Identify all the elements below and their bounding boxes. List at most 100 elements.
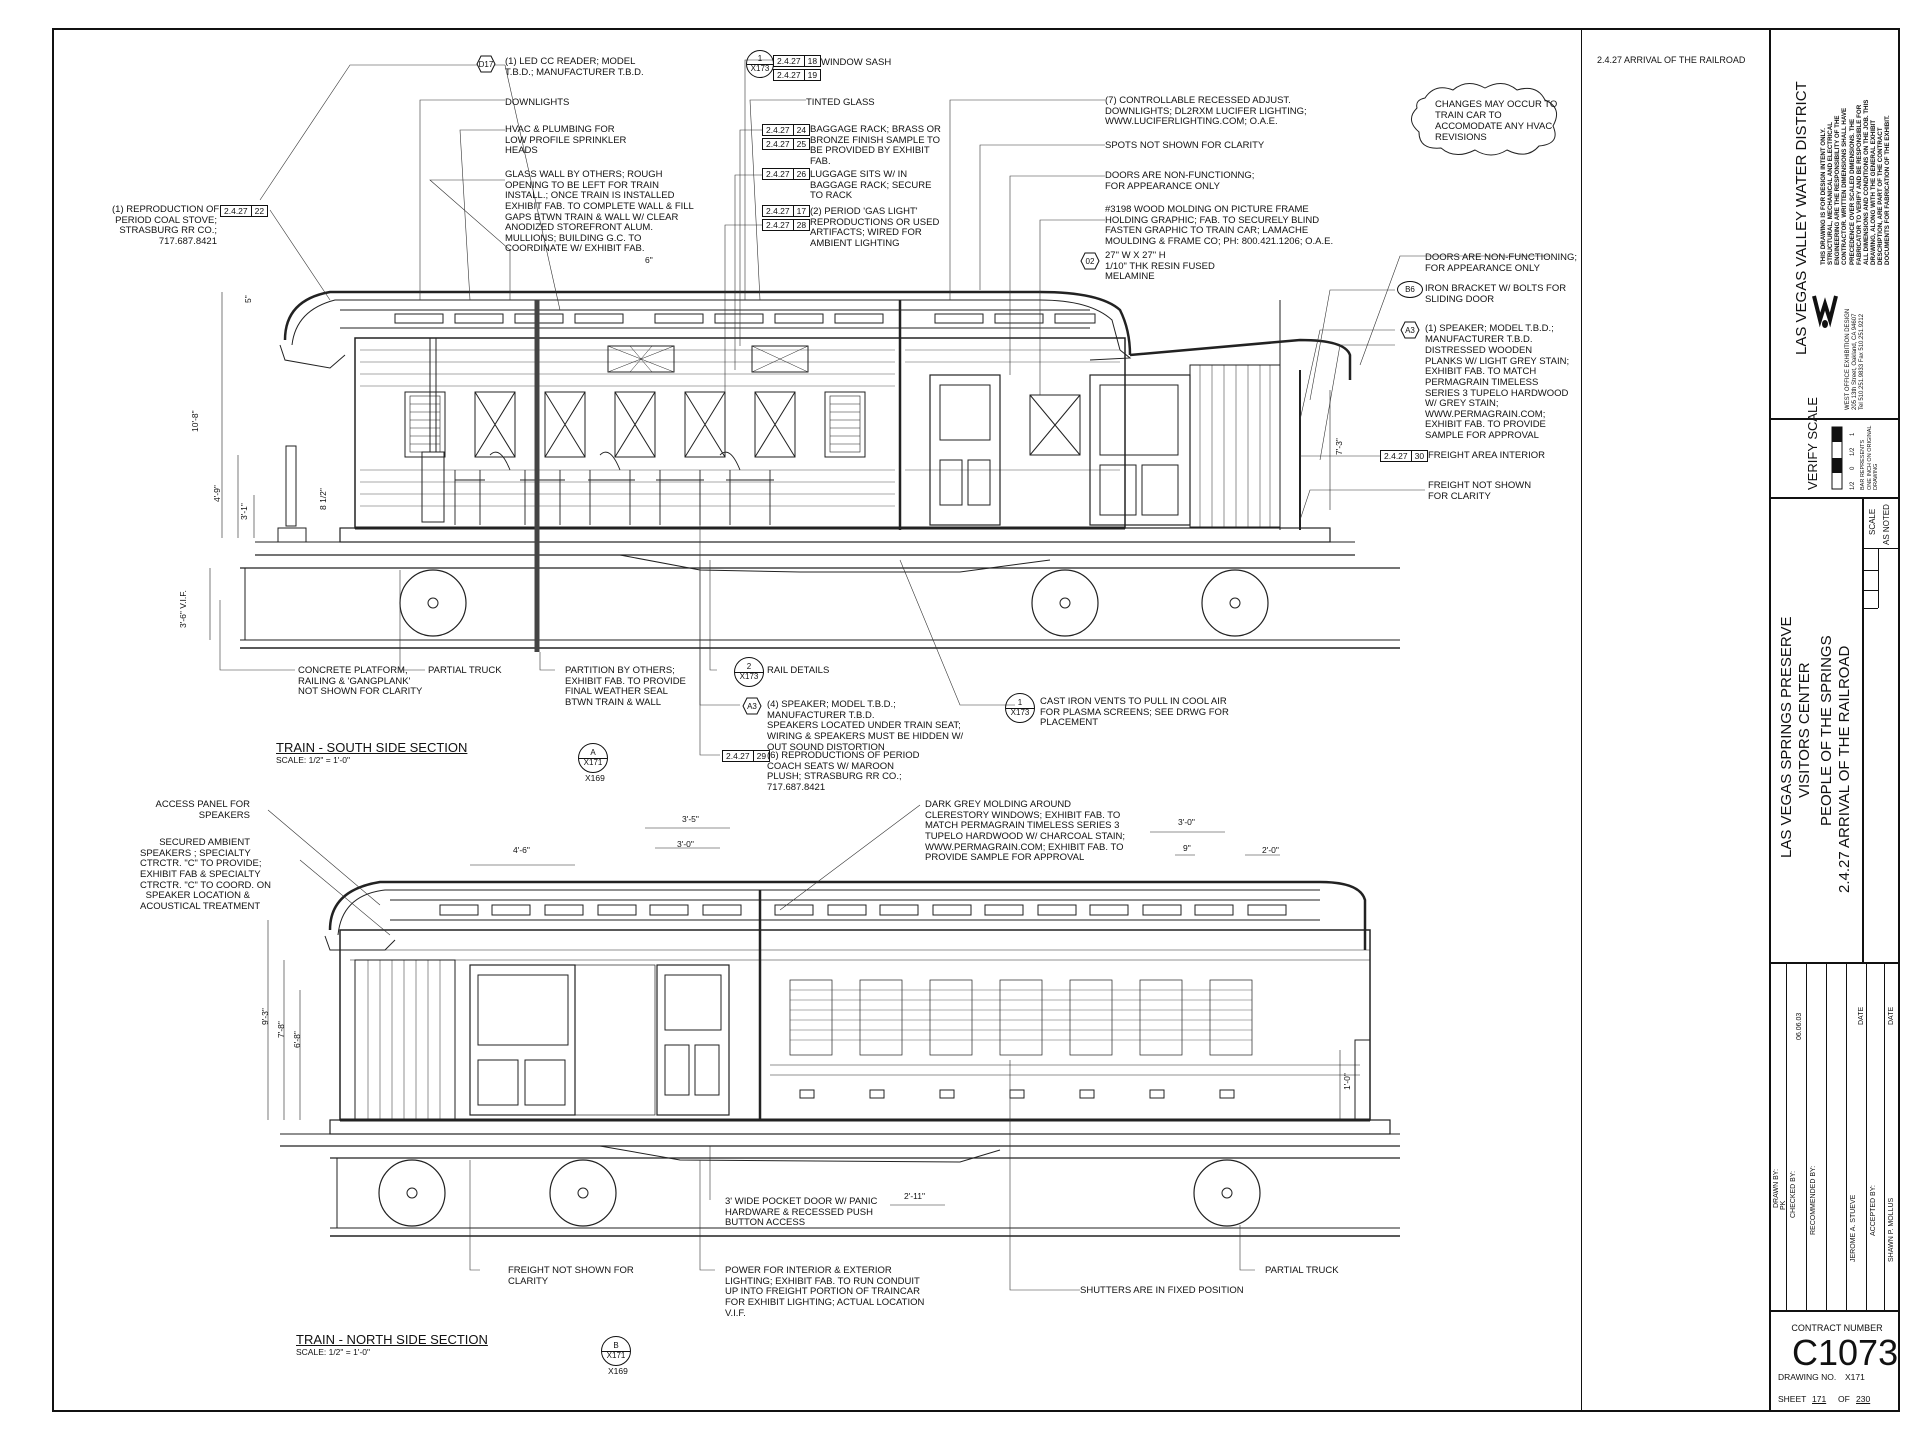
note-shutters: SHUTTERS ARE IN FIXED POSITION (1080, 1285, 1244, 1296)
tb-sheet-num: 171 (1812, 1394, 1827, 1404)
note-doors-nonfunctioning-1: DOORS ARE NON-FUNCTIONNG; FOR APPEARANCE… (1105, 170, 1255, 192)
tb-date-1: 06.06.03 (1796, 1012, 1803, 1040)
note-gas-light: (2) PERIOD 'GAS LIGHT' REPRODUCTIONS OR … (810, 206, 940, 249)
dim-3-0-b: 3'-0" (1178, 817, 1195, 827)
south-section-drawing (209, 59, 1550, 1291)
dim-9in: 9" (1183, 843, 1191, 853)
south-section-ref-sheet: X169 (585, 773, 605, 783)
tb-client-name: LAS VEGAS VALLEY WATER DISTRICT (1793, 81, 1810, 355)
drawing-sheet-border (52, 28, 1900, 1412)
south-section-title: TRAIN - SOUTH SIDE SECTION (276, 740, 468, 755)
tag-b6: B6 (1397, 281, 1423, 298)
dim-7-8: 7'-8" (276, 1021, 286, 1038)
note-doors-nonfunctioning-2: DOORS ARE NON-FUNCTIONING; FOR APPEARANC… (1425, 252, 1578, 274)
sheet-title-top: 2.4.27 ARRIVAL OF THE RAILROAD (1597, 55, 1746, 65)
note-freight-north: FREIGHT NOT SHOWN FOR CLARITY (508, 1265, 634, 1287)
north-section-scale: SCALE: 1/2" = 1'-0" (296, 1347, 371, 1357)
note-partial-truck-north: PARTIAL TRUCK (1265, 1265, 1339, 1276)
note-pocket-door: 3' WIDE POCKET DOOR W/ PANIC HARDWARE & … (725, 1196, 878, 1229)
tb-exhibit-1: PEOPLE OF THE SPRINGS (1818, 635, 1835, 826)
revision-cloud (1411, 83, 1558, 156)
tb-drawing-no: X171 (1845, 1372, 1865, 1382)
note-concrete-platform: CONCRETE PLATFORM, RAILING & 'GANGPLANK'… (298, 665, 423, 698)
dim-4-9: 4'-9" (212, 485, 222, 502)
north-section-title: TRAIN - NORTH SIDE SECTION (296, 1332, 488, 1347)
tb-contract-number: C1073 (1792, 1332, 1899, 1373)
tb-exhibit-2: 2.4.27 ARRIVAL OF THE RAILROAD (1836, 645, 1853, 893)
dim-7-3: 7'-3" (1334, 438, 1344, 455)
hex-tag-a3-speaker: A3 (1400, 321, 1420, 339)
tb-scale-tick-4: 1 (1850, 432, 1856, 436)
note-speaker-4: (4) SPEAKER; MODEL T.B.D.; MANUFACTURER … (767, 699, 964, 753)
note-led-reader: (1) LED CC READER; MODEL T.B.D.; MANUFAC… (505, 56, 644, 78)
tb-recommended-label: RECOMMENDED BY: (1810, 1165, 1817, 1235)
tb-drawing-no-label: DRAWING NO. (1778, 1372, 1837, 1382)
note-partial-truck-south: PARTIAL TRUCK (428, 665, 502, 676)
note-baggage-rack: BAGGAGE RACK; BRASS OR BRONZE FINISH SAM… (810, 124, 941, 167)
note-downlights: DOWNLIGHTS (505, 97, 570, 108)
note-rail-details: RAIL DETAILS (767, 665, 830, 676)
tb-divider-left (1769, 28, 1771, 1412)
scale-bar-icon (1831, 426, 1843, 490)
tb-project-1: LAS VEGAS SPRINGS PRESERVE (1778, 616, 1795, 858)
note-glass-wall: GLASS WALL BY OTHERS; ROUGH OPENING TO B… (505, 169, 694, 255)
note-luggage: LUGGAGE SITS W/ IN BAGGAGE RACK; SECURE … (810, 169, 932, 202)
dim-3-0-a: 3'-0" (677, 839, 694, 849)
note-tinted-glass: TINTED GLASS (806, 97, 875, 108)
note-resin-melamine: 27" W X 27" H 1/10" THK RESIN FUSED MELA… (1105, 250, 1215, 283)
note-coal-stove: (1) REPRODUCTION OF PERIOD COAL STOVE; S… (112, 204, 220, 247)
note-cast-iron: CAST IRON VENTS TO PULL IN COOL AIR FOR … (1040, 696, 1229, 729)
tb-date-label-2: DATE (1888, 1006, 1895, 1025)
note-hvac-plumbing: HVAC & PLUMBING FOR LOW PROFILE SPRINKLE… (505, 124, 627, 157)
note-window-sash: WINDOW SASH (821, 57, 892, 68)
tb-scale-tick-3: 1/2 (1850, 447, 1856, 456)
tb-accepted-label: ACCEPTED BY: (1870, 1185, 1877, 1236)
note-iron-bracket: IRON BRACKET W/ BOLTS FOR SLIDING DOOR (1425, 283, 1567, 305)
dim-8-half: 8 1/2" (318, 488, 328, 510)
tb-scale-label: SCALE (1868, 508, 1877, 535)
note-partition: PARTITION BY OTHERS; EXHIBIT FAB. TO PRO… (565, 665, 686, 708)
south-section-scale: SCALE: 1/2" = 1'-0" (276, 755, 351, 765)
note-dark-grey-molding: DARK GREY MOLDING AROUND CLERESTORY WIND… (925, 799, 1126, 864)
tb-verify-scale: VERIFY SCALE (1805, 397, 1820, 490)
tb-project-2: VISITORS CENTER (1796, 662, 1813, 798)
note-freight-not-shown: FREIGHT NOT SHOWN FOR CLARITY (1428, 480, 1532, 502)
note-ambient-speakers: SECURED AMBIENT SPEAKERS ; SPECIALTY CTR… (140, 837, 271, 912)
tb-firm: WEST OFFICE EXHIBITION DESIGN 205 13th S… (1845, 308, 1866, 410)
tb-drawn-by-label: DRAWN BY: (1773, 1168, 1780, 1208)
note-recessed-downlights: (7) CONTROLLABLE RECESSED ADJUST. DOWNLI… (1105, 95, 1307, 128)
tb-scale-tick-2: 0 (1850, 466, 1856, 470)
north-section-ref-sheet: X169 (608, 1366, 628, 1376)
tb-disclaimer: THIS DRAWING IS FOR DESIGN INTENT ONLY. … (1820, 99, 1892, 265)
tb-drawn-by: PK (1780, 1200, 1787, 1210)
tb-bar-note: BAR REPRESENTS ONE INCH ON ORIGINAL DRAW… (1860, 425, 1880, 490)
dim-3-5: 3'-5" (682, 814, 699, 824)
tb-checked-by-label: CHECKED BY: (1790, 1170, 1797, 1218)
note-access-panel: ACCESS PANEL FOR SPEAKERS (155, 799, 251, 821)
hex-tag-a3-speakers-4: A3 (742, 697, 762, 715)
dim-10-8: 10'-8" (190, 410, 200, 432)
dim-4-6: 4'-6" (513, 845, 530, 855)
tb-sheet-label: SHEET (1778, 1394, 1807, 1404)
note-coach-seats: (6) REPRODUCTIONS OF PERIOD COACH SEATS … (767, 750, 920, 793)
firm-logo-icon (1812, 295, 1838, 328)
tb-scale-value: AS NOTED (1882, 504, 1891, 545)
note-speaker-1: (1) SPEAKER; MODEL T.B.D.; MANUFACTURER … (1425, 323, 1554, 345)
hex-tag-02: 02 (1080, 252, 1100, 270)
dim-3-1: 3'-1" (239, 503, 249, 520)
note-power: POWER FOR INTERIOR & EXTERIOR LIGHTING; … (725, 1265, 925, 1319)
